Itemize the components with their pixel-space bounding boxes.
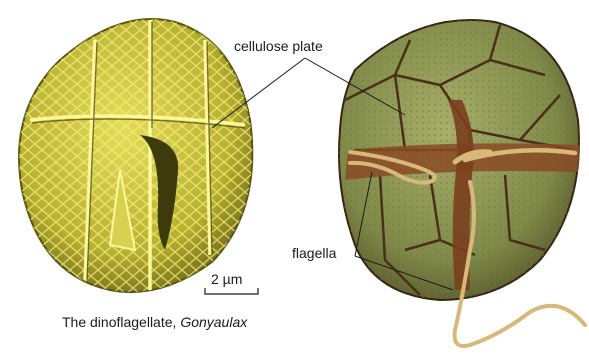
scale-bar <box>205 288 258 294</box>
scale-bar-label: 2 µm <box>211 271 242 287</box>
caption-prefix: The dinoflagellate, <box>62 314 180 330</box>
dinoflagellate-illustration <box>339 20 585 346</box>
sem-micrograph <box>19 19 252 292</box>
caption-genus: Gonyaulax <box>180 314 247 330</box>
figure-caption: The dinoflagellate, Gonyaulax <box>62 314 247 330</box>
flagella-label: flagella <box>292 245 336 261</box>
cellulose-plate-label: cellulose plate <box>234 38 323 54</box>
